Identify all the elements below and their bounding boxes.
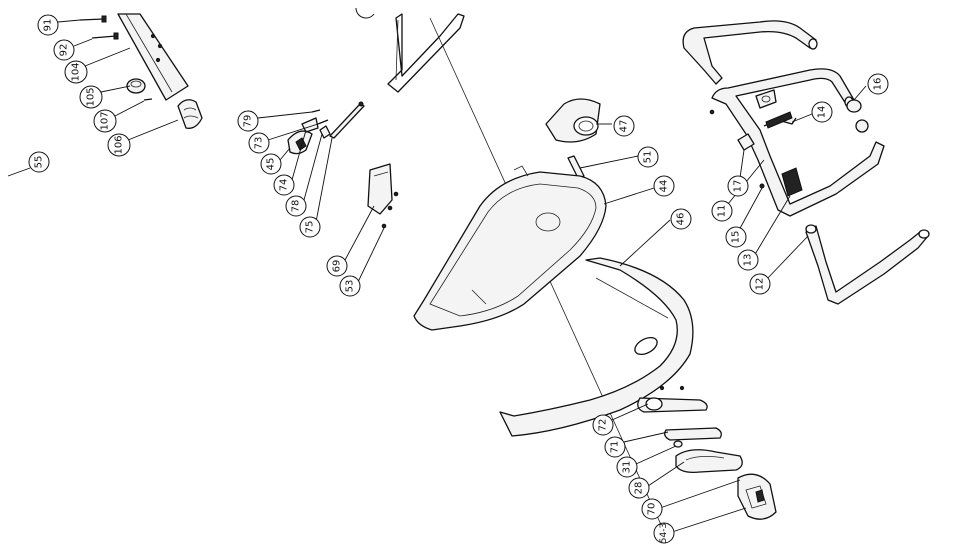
callout-28: 28 [628, 477, 650, 499]
svg-text:91: 91 [43, 19, 54, 32]
svg-text:54-3: 54-3 [659, 523, 669, 543]
grip-sensor-13 [781, 167, 803, 197]
sensor-bracket-45 [287, 130, 313, 155]
callout-12: 12 [749, 273, 771, 295]
shroud-46 [499, 257, 694, 437]
svg-text:44: 44 [659, 180, 670, 193]
callout-105: 105 [79, 85, 103, 109]
callout-44: 44 [653, 175, 675, 197]
svg-text:45: 45 [266, 158, 277, 171]
callout-70: 70 [641, 498, 663, 520]
svg-text:106: 106 [114, 135, 125, 154]
svg-text:72: 72 [598, 419, 609, 432]
svg-text:104: 104 [71, 62, 82, 81]
svg-text:12: 12 [755, 278, 766, 291]
sensor-cable-75 [329, 101, 365, 139]
frame-post [117, 13, 189, 101]
svg-text:55: 55 [34, 156, 45, 169]
clip-78 [319, 125, 331, 139]
screw-107 [143, 98, 153, 101]
callout-15: 15 [725, 226, 747, 248]
callout-47: 47 [613, 115, 635, 137]
svg-text:16: 16 [873, 78, 884, 91]
callout-106: 106 [107, 133, 131, 157]
handlebar-lower-12 [805, 224, 930, 305]
callout-53: 53 [339, 275, 361, 297]
svg-text:53: 53 [345, 280, 356, 293]
callout-78: 78 [285, 195, 307, 217]
bolt-92 [91, 32, 119, 40]
callout-51: 51 [637, 146, 659, 168]
callout-72: 72 [592, 414, 614, 436]
svg-text:11: 11 [717, 205, 728, 218]
bracket-69 [367, 163, 393, 215]
svg-text:105: 105 [86, 87, 97, 106]
callout-11: 11 [711, 200, 733, 222]
crank-28 [675, 449, 743, 474]
callout-91: 91 [37, 14, 59, 36]
callout-92: 92 [53, 39, 75, 61]
svg-text:78: 78 [291, 200, 302, 213]
svg-text:71: 71 [610, 441, 621, 454]
svg-text:15: 15 [731, 231, 742, 244]
callout-73: 73 [248, 132, 270, 154]
svg-text:46: 46 [676, 213, 687, 226]
svg-text:75: 75 [305, 221, 316, 234]
callout-14: 14 [811, 101, 833, 123]
console-bracket [387, 13, 465, 93]
callout-71: 71 [604, 436, 626, 458]
svg-text:31: 31 [622, 461, 633, 474]
leader-lines [7, 19, 867, 533]
svg-text:17: 17 [733, 180, 744, 193]
callout-74: 74 [273, 174, 295, 196]
callout-31: 31 [616, 456, 638, 478]
svg-text:51: 51 [643, 151, 654, 164]
callout-45: 45 [260, 153, 282, 175]
callout-16: 16 [867, 73, 889, 95]
svg-text:92: 92 [59, 44, 70, 57]
callout-79: 79 [237, 110, 259, 132]
callout-104: 104 [64, 60, 88, 84]
svg-text:107: 107 [100, 111, 111, 130]
plate-71 [664, 427, 722, 441]
plate-72 [637, 385, 708, 413]
callout-55: 55 [28, 151, 50, 173]
svg-text:14: 14 [817, 106, 828, 119]
screws-53 [381, 191, 399, 229]
washer-31 [673, 440, 683, 448]
handlebar-upper [682, 20, 818, 85]
clip-74 [301, 117, 319, 133]
svg-text:28: 28 [634, 482, 645, 495]
callout-17: 17 [727, 175, 749, 197]
svg-text:69: 69 [332, 260, 343, 273]
svg-text:70: 70 [647, 503, 658, 516]
svg-text:47: 47 [619, 120, 630, 133]
screws-79-73 [311, 109, 329, 125]
callout-46: 46 [670, 208, 692, 230]
button-cap [755, 89, 777, 109]
screw-15 [759, 183, 765, 189]
cover-47 [545, 98, 601, 143]
callout-13: 13 [737, 249, 759, 271]
svg-text:74: 74 [279, 179, 290, 192]
wire-14 [763, 111, 797, 129]
callout-69: 69 [326, 255, 348, 277]
svg-text:13: 13 [743, 254, 754, 267]
pedal-70 [737, 473, 777, 520]
pin-51 [567, 155, 585, 179]
shroud-44 [413, 165, 607, 331]
svg-text:79: 79 [243, 115, 254, 128]
callout-75: 75 [299, 216, 321, 238]
callout-107: 107 [93, 109, 117, 133]
svg-text:73: 73 [254, 137, 265, 150]
callout-54-3: 54-3 [653, 522, 675, 544]
bolt-91 [79, 15, 107, 23]
end-cap-16 [846, 99, 869, 133]
clip-17 [737, 133, 755, 151]
knob-105 [126, 78, 146, 94]
foot-cap-106 [177, 99, 203, 129]
